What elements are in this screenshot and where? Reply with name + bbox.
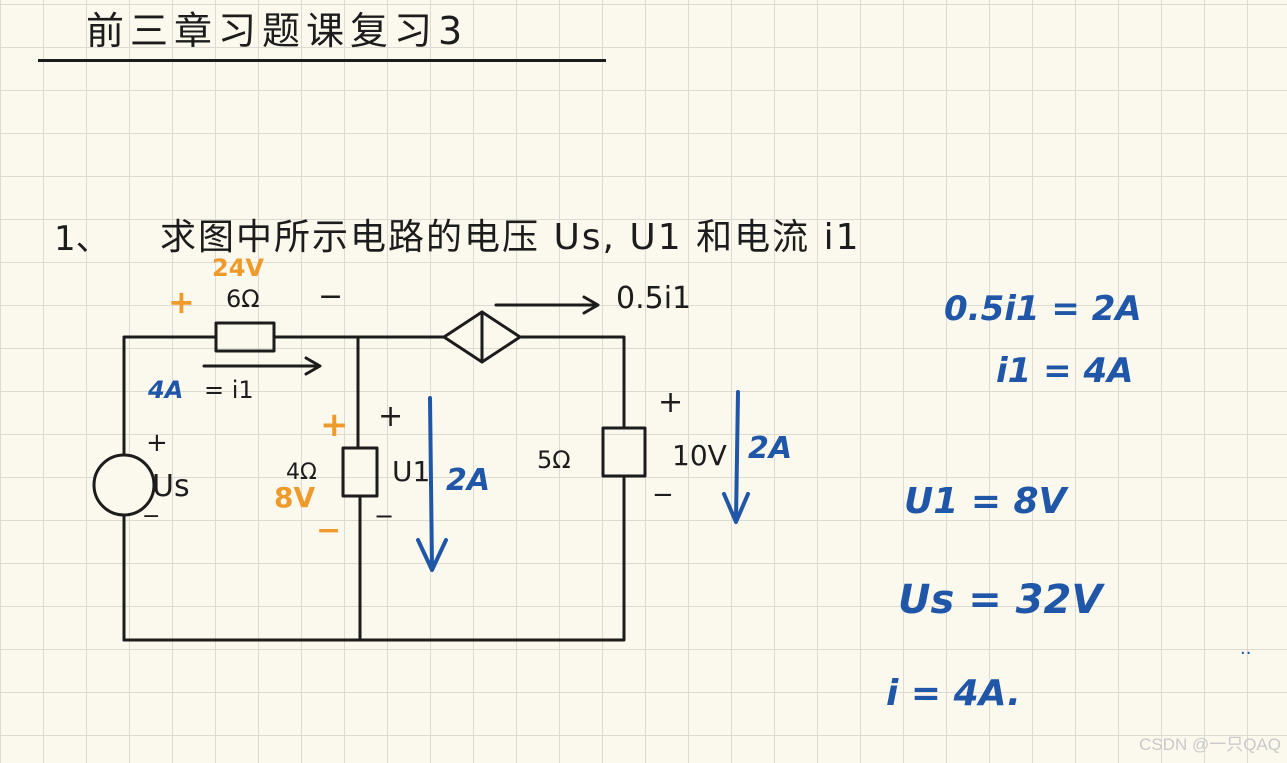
current-eq-i1: = i1	[204, 376, 254, 404]
wire-top-right	[518, 335, 626, 430]
voltage-8v: 8V	[274, 481, 316, 514]
u1-plus: +	[378, 399, 404, 434]
solution-line-2: i1 = 4A	[996, 351, 1134, 391]
resistor-4ohm	[341, 446, 379, 498]
arrow-0.5i1	[494, 295, 600, 315]
resistor-5ohm-label: 5Ω	[537, 446, 571, 474]
dependent-source-label: 0.5i1	[616, 281, 692, 316]
wire-top-left	[122, 335, 218, 642]
solution-line-1: 0.5i1 = 2A	[944, 289, 1142, 329]
right-minus: −	[652, 480, 674, 510]
top-minus: −	[318, 279, 344, 314]
right-plus: +	[658, 385, 684, 420]
source-plus: +	[146, 428, 168, 458]
watermark: CSDN @一只QAQ	[1139, 735, 1281, 754]
solution-line-3: U1 = 8V	[904, 481, 1067, 522]
source-minus: −	[142, 504, 161, 529]
solution-line-4: Us = 32V	[898, 577, 1103, 623]
orange-plus-top: +	[168, 283, 195, 321]
resistor-6ohm	[214, 321, 276, 353]
resistor-5ohm	[601, 426, 647, 478]
right-voltage-label: 10V	[672, 439, 727, 472]
resistor-4ohm-label: 4Ω	[286, 460, 317, 485]
source-label: Us	[152, 469, 190, 504]
title-underline	[38, 59, 606, 62]
current-right-2a: 2A	[748, 431, 793, 466]
arrow-current-right	[722, 390, 750, 524]
solution-line-5: i = 4A.	[886, 673, 1021, 714]
page-title: 前三章习题课复习3	[86, 9, 469, 53]
voltage-source-circle	[92, 453, 156, 517]
stray-marks: ..	[1240, 638, 1252, 659]
arrow-current-middle	[416, 396, 448, 572]
orange-minus-mid: −	[316, 513, 342, 548]
voltage-24v: 24V	[212, 254, 264, 282]
u1-minus: −	[374, 502, 395, 530]
u1-label: U1	[392, 455, 431, 488]
current-middle-2a: 2A	[446, 463, 491, 498]
wire-right-bottom	[122, 474, 626, 642]
question-text: 求图中所示电路的电压 Us, U1 和电流 i1	[160, 217, 861, 258]
arrow-i1	[202, 356, 322, 376]
orange-plus-mid: +	[320, 405, 349, 445]
resistor-6ohm-label: 6Ω	[226, 285, 260, 313]
current-4a: 4A	[148, 376, 184, 404]
question-number: 1、	[54, 219, 110, 259]
